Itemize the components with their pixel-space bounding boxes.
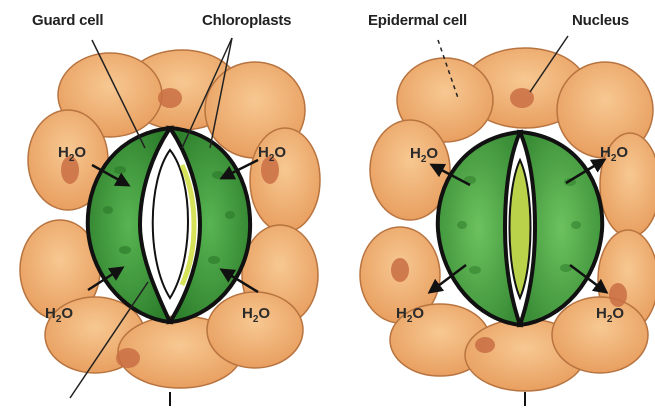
right-epidermal-cells bbox=[360, 48, 655, 391]
label-nucleus: Nucleus bbox=[572, 12, 629, 29]
right-stoma-pore bbox=[510, 160, 531, 298]
left-stoma: H2O H2O H2O H2O bbox=[20, 38, 320, 406]
label-chloroplasts: Chloroplasts bbox=[202, 12, 291, 29]
nucleus-shape bbox=[158, 88, 182, 108]
epidermal-cell bbox=[207, 292, 303, 368]
label-guard-cell: Guard cell bbox=[32, 12, 103, 29]
nucleus-shape bbox=[391, 258, 409, 282]
nucleus-shape bbox=[609, 283, 627, 307]
right-stoma: H2O H2O H2O H2O bbox=[360, 36, 655, 406]
label-epidermal-cell: Epidermal cell bbox=[368, 12, 467, 29]
nucleus-shape bbox=[116, 348, 140, 368]
right-guard-cell-right bbox=[520, 132, 602, 325]
nucleus-shape bbox=[475, 337, 495, 353]
